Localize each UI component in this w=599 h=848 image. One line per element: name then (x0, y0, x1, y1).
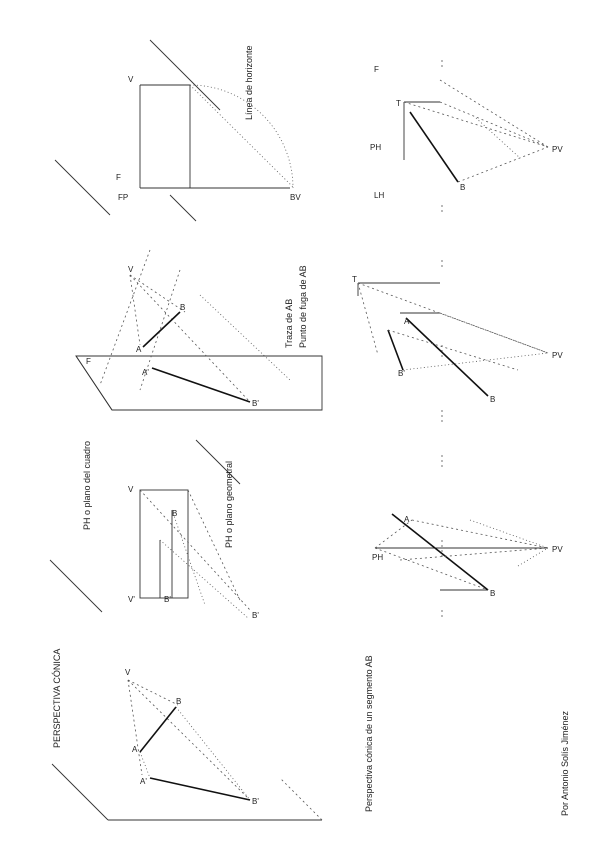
label-t-c: T (396, 99, 401, 108)
label-v: V (125, 668, 131, 677)
label-b2: B (172, 509, 177, 518)
label-f3: F (86, 357, 91, 366)
panel-trace-vanishing: V A B A' B' F (75, 249, 323, 411)
panel-construction-c: F T PH LH PV B (370, 60, 563, 215)
label-b-prime-rb: B' (398, 369, 405, 378)
segment-ab-construction-c (409, 111, 459, 183)
panel-construction-b: T PV A B B' (352, 260, 563, 425)
label-bv: BV (290, 193, 301, 202)
label-b-prime: B' (252, 797, 259, 806)
author-credit: Por Antonio Solís Jiménez (560, 710, 570, 816)
label-f4: F (116, 173, 121, 182)
label-v2-prime: V' (128, 595, 135, 604)
panel-picture-plane: V V' B B' B' (49, 439, 259, 620)
caption-section: Perspectiva cónica de un segmento AB (364, 655, 374, 812)
caption-picture-plane: PH o plano geometral (224, 461, 234, 548)
label-t-b: T (352, 275, 357, 284)
label-a: A (132, 745, 138, 754)
label-a3-prime: A' (142, 368, 149, 377)
panel-horizon: V F FP BV (54, 39, 301, 222)
label-ph-a: PH (372, 553, 383, 562)
caption-vanishing: Punto de fuga de AB (298, 265, 308, 348)
label-b-rc: B (460, 183, 465, 192)
caption-trace: Traza de AB (284, 299, 294, 348)
segment-ab-projection-panel3 (151, 367, 251, 403)
label-lh-c: LH (374, 191, 384, 200)
label-fp: FP (118, 193, 128, 202)
label-v2: V (128, 485, 134, 494)
label-pv-a: PV (552, 545, 563, 554)
label-b-ra: B (490, 589, 495, 598)
label-f-c: F (374, 65, 379, 74)
label-v4: V (128, 75, 134, 84)
panel-basic-perspective: V A B A' B' (51, 668, 323, 821)
segment-ab-construction-b (405, 317, 489, 397)
panel-construction-a: PH PV A B (372, 455, 563, 620)
label-v3: V (128, 265, 134, 274)
label-a-ra: A (404, 515, 410, 524)
segment-ab-perspective (139, 706, 177, 753)
label-b3: B (180, 303, 185, 312)
label-a-prime: A' (140, 777, 147, 786)
segment-ab-projection (149, 777, 251, 801)
label-a-rb: A (404, 317, 410, 326)
label-b3-prime: B' (252, 399, 259, 408)
label-b2-prime-far: B' (252, 611, 259, 620)
label-b-rb: B (490, 395, 495, 404)
label-ph-c: PH (370, 143, 381, 152)
label-b: B (176, 697, 181, 706)
caption-geometral-plane: PH o plano del cuadro (82, 441, 92, 530)
segment-ab-construction-a (391, 513, 489, 591)
label-b2-prime: B' (164, 595, 171, 604)
label-a3: A (136, 345, 142, 354)
segment-ab-panel3 (142, 311, 181, 348)
label-pv-b: PV (552, 351, 563, 360)
caption-horizon: Línea de horizonte (244, 45, 254, 120)
label-pv-c: PV (552, 145, 563, 154)
page-title: PERSPECTIVA CÓNICA (52, 649, 62, 748)
